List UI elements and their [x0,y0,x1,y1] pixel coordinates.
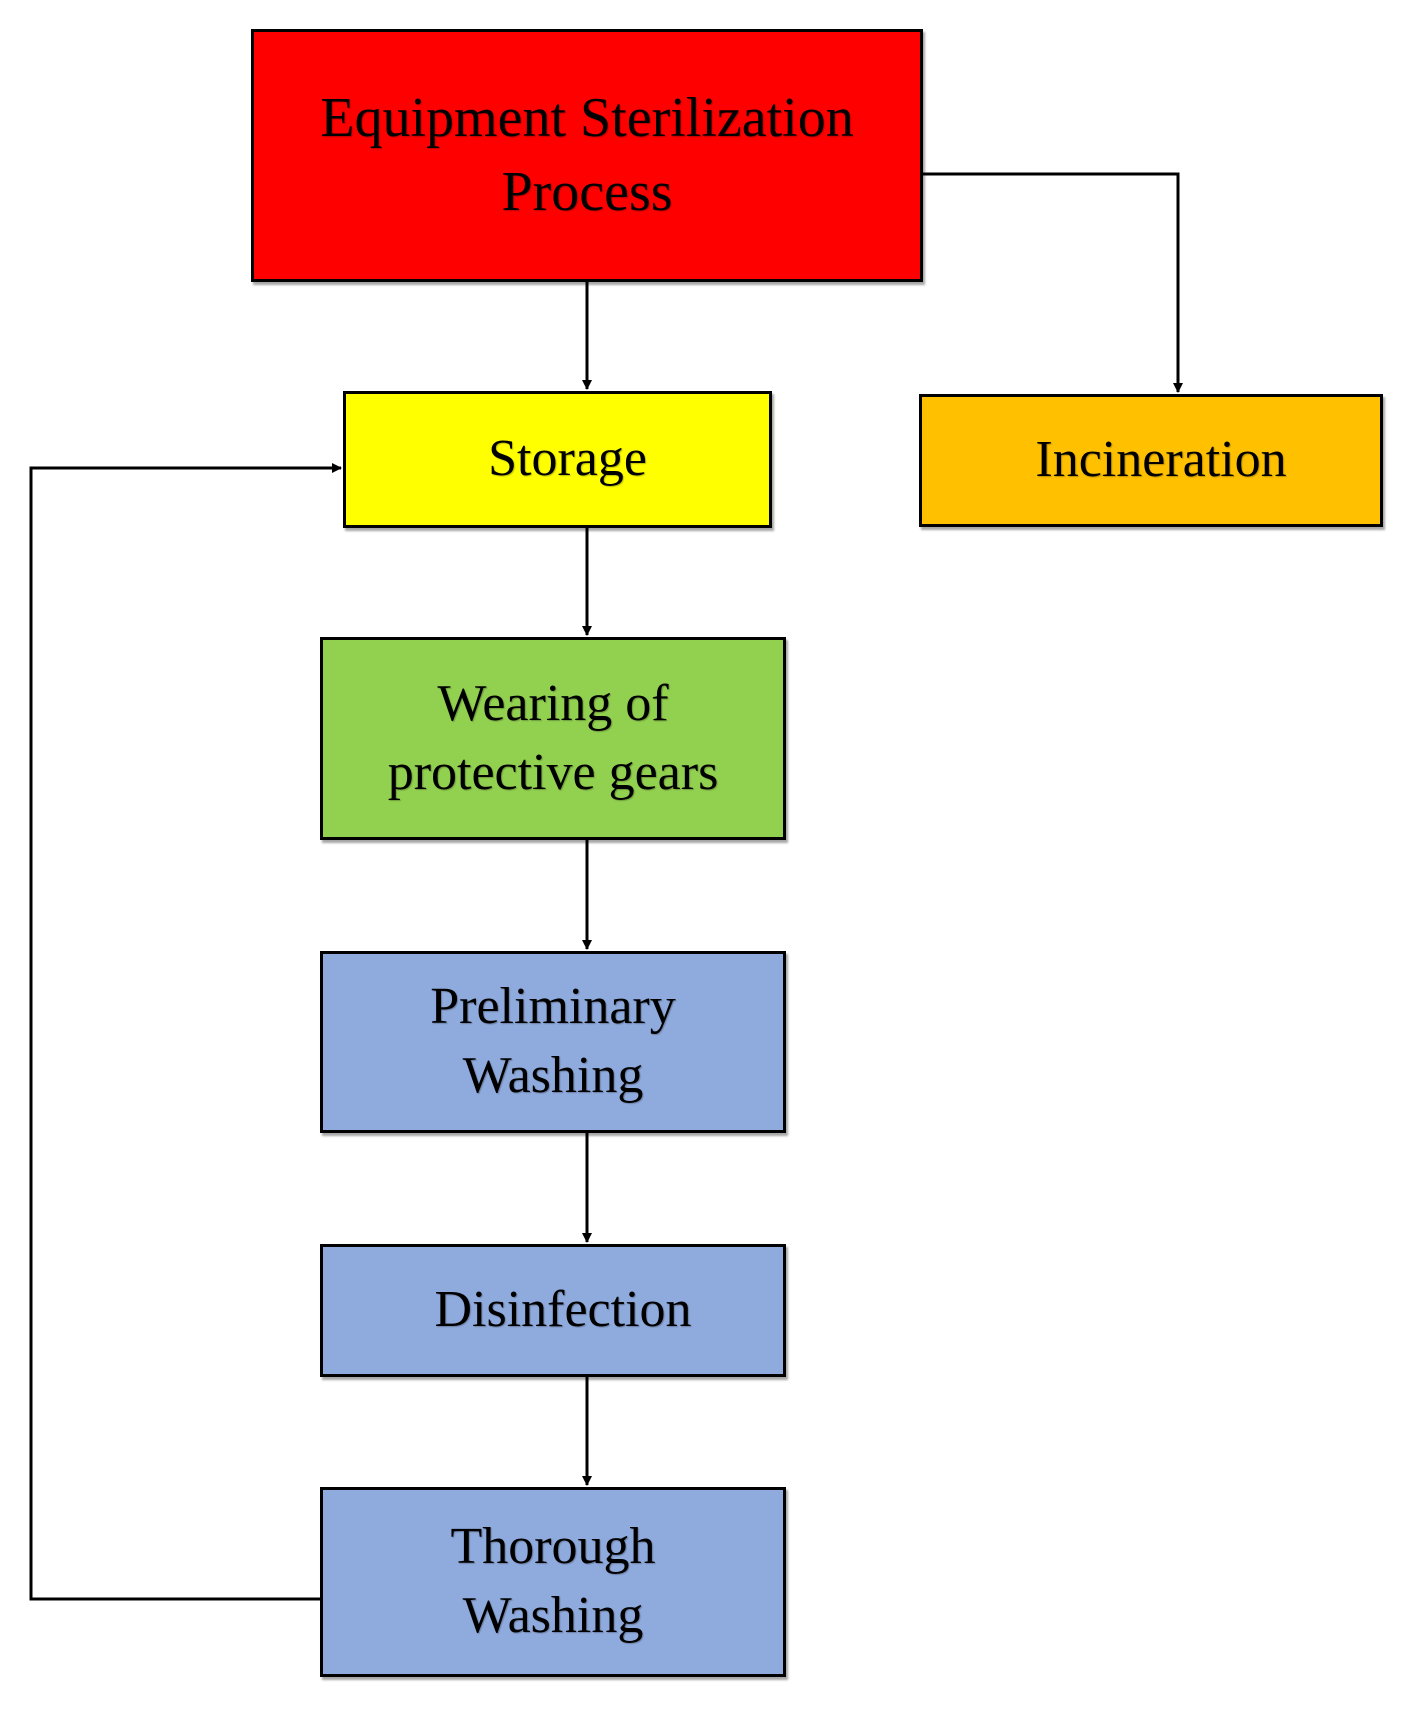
node-label: Thorough Washing [450,1518,656,1644]
node-wearing-protective-gears: Wearing of protective gears [320,637,786,840]
node-disinfection: Disinfection [320,1244,786,1377]
node-label: Incineration [1035,431,1287,489]
node-thorough-washing: Thorough Washing [320,1487,786,1677]
node-incineration: Incineration [919,394,1383,527]
node-equipment-sterilization-process: Equipment Sterilization Process [251,29,923,282]
node-preliminary-washing: Preliminary Washing [320,951,786,1133]
edge-equipment-to-incineration [923,172,1183,393]
node-label: Storage [488,430,647,488]
node-label: Preliminary Washing [430,978,676,1104]
edge-thorough-to-storage [29,463,342,1601]
node-label: Disinfection [434,1281,692,1339]
node-label: Wearing of protective gears [387,674,719,801]
node-label: Equipment Sterilization Process [320,86,854,223]
node-storage: Storage [343,391,772,528]
